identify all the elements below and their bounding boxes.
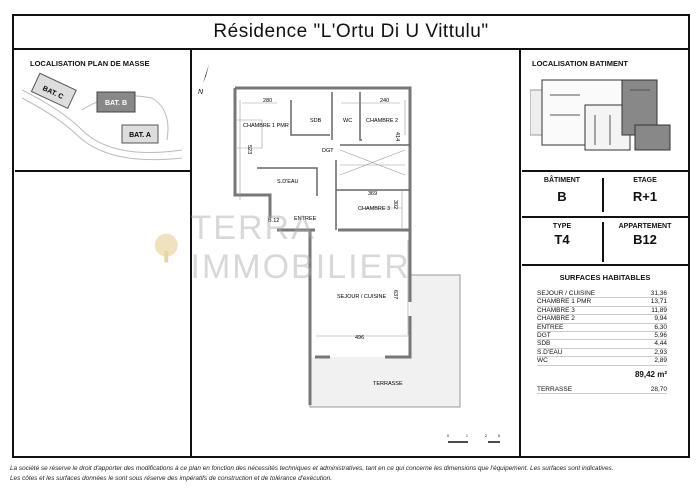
site-plan-title: LOCALISATION PLAN DE MASSE (30, 59, 150, 68)
surface-row: ENTREE 6,30 (537, 324, 667, 332)
surface-row: S.D'EAU 2,93 (537, 348, 667, 358)
building-location-map (530, 79, 671, 151)
bat-a-label: BAT. A (129, 132, 151, 139)
divider (522, 264, 688, 266)
surface-name: SEJOUR / CUISINE (537, 290, 596, 297)
dim-523: 523 (246, 145, 252, 154)
surface-value: 6,30 (654, 323, 667, 331)
surface-value: 11,89 (651, 306, 667, 314)
surfaces-title: SURFACES HABITABLES (559, 273, 651, 282)
site-plan-map: BAT. C BAT. B BAT. A (22, 72, 182, 161)
room-chambre-1: CHAMBRE 1 PMR (243, 123, 289, 129)
divider (602, 178, 604, 212)
surface-row: CHAMBRE 3 11,89 (537, 306, 667, 316)
divider (519, 50, 521, 458)
tree-logo-icon (154, 233, 178, 263)
room-chambre-3: CHAMBRE 3 (358, 206, 390, 212)
surface-row: SDB 4,44 (537, 340, 667, 349)
scale-bar: 0 1 2 5 (447, 434, 500, 443)
surface-row: CHAMBRE 1 PMR 13,71 (537, 298, 667, 307)
appartement-value: B12 (633, 232, 657, 247)
divider (190, 50, 192, 458)
surface-value: 31,36 (650, 290, 667, 297)
surface-value: 13,71 (650, 298, 667, 306)
divider (15, 170, 190, 172)
dim-369: 369 (368, 191, 377, 197)
surfaces-total: 89,42 m² (634, 369, 667, 379)
surface-name: CHAMBRE 3 (537, 306, 575, 314)
divider (522, 170, 688, 172)
disclaimer: La société se réserve le droit d'apporte… (10, 465, 614, 482)
surface-value: 2,89 (654, 357, 667, 365)
building-location-title: LOCALISATION BATIMENT (532, 59, 628, 68)
dim-240: 240 (380, 98, 389, 104)
room-wc: WC (343, 118, 352, 124)
watermark: TERRA IMMOBILIER (150, 209, 530, 286)
surface-name: CHAMBRE 1 PMR (537, 298, 592, 306)
room-sdeau: S.D'EAU (277, 179, 299, 185)
surface-value: 9,94 (654, 315, 667, 323)
north-arrow-icon (203, 64, 209, 83)
surface-row: DGT 5,96 (537, 331, 667, 341)
etage-value: R+1 (632, 189, 658, 204)
room-sejour: SEJOUR / CUISINE (337, 294, 387, 300)
dim-302: 302 (392, 200, 398, 209)
room-dgt: DGT (322, 148, 334, 154)
surface-name: CHAMBRE 2 (537, 315, 575, 323)
dim-637: 637 (392, 290, 398, 299)
room-entree: ENTREE (294, 216, 317, 222)
page-title: Résidence "L'Ortu Di U Vittulu" (12, 14, 690, 50)
dim-496: 496 (355, 335, 364, 341)
room-chambre-2: CHAMBRE 2 (366, 118, 398, 124)
surface-value: 2,93 (654, 348, 667, 356)
type-value: T4 (554, 232, 570, 247)
divider (602, 222, 604, 262)
surface-name: SDB (537, 340, 551, 348)
surface-name: S.D'EAU (537, 348, 563, 356)
lot-label: B.12 (268, 218, 279, 224)
bat-b-label: BAT. B (105, 100, 127, 107)
svg-text:5: 5 (498, 434, 500, 438)
room-sdb: SDB (310, 118, 322, 124)
surface-row: WC 2,89 (537, 357, 667, 366)
north-label: N (198, 89, 204, 96)
surface-name: DGT (537, 331, 551, 339)
batiment-value: B (557, 189, 567, 204)
dim-280: 280 (263, 98, 272, 104)
surface-value: 4,44 (654, 340, 667, 348)
surface-row: CHAMBRE 2 9,94 (537, 315, 667, 324)
svg-text:2: 2 (485, 434, 487, 438)
surface-name: ENTREE (537, 323, 564, 331)
divider (522, 216, 688, 218)
surface-value: 5,96 (654, 331, 667, 339)
svg-text:0: 0 (447, 434, 449, 438)
room-terrasse: TERRASSE (373, 381, 403, 387)
dim-414: 414 (394, 132, 400, 141)
svg-text:1: 1 (466, 434, 468, 438)
surface-name: WC (537, 357, 548, 365)
surface-row: SEJOUR / CUISINE 31,36 (537, 290, 667, 299)
